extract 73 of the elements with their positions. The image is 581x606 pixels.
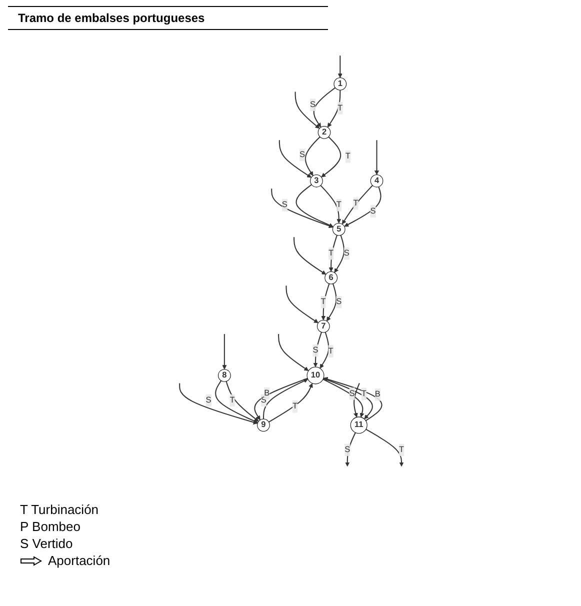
arrow bbox=[353, 383, 360, 418]
arrow bbox=[374, 140, 379, 175]
node-circle: 5 bbox=[332, 222, 346, 236]
edge-label: T bbox=[345, 152, 350, 161]
edge-label: B bbox=[374, 390, 380, 399]
edge-label: S bbox=[344, 248, 350, 258]
arrow bbox=[179, 383, 258, 424]
arrow bbox=[338, 56, 342, 78]
arrow bbox=[222, 334, 227, 370]
arrow bbox=[320, 185, 342, 224]
edge-label: S bbox=[206, 396, 212, 405]
arrow bbox=[334, 235, 344, 273]
arrow bbox=[344, 186, 382, 227]
arrow bbox=[323, 377, 382, 422]
edge-label: S bbox=[349, 389, 355, 398]
arrow bbox=[322, 378, 364, 418]
legend-text: Aportación bbox=[48, 553, 110, 568]
edge-label: S bbox=[299, 150, 305, 160]
arrow bbox=[313, 87, 336, 128]
arrow bbox=[320, 332, 330, 369]
arrow bbox=[286, 286, 318, 324]
arrow bbox=[296, 184, 334, 228]
edge-label: S bbox=[260, 396, 266, 405]
node-circle: 8 bbox=[218, 369, 231, 382]
arrow bbox=[271, 188, 334, 228]
arrow bbox=[321, 136, 342, 178]
section-label: Tramo de embalses portugueses bbox=[18, 11, 206, 25]
arrow bbox=[278, 334, 309, 371]
arrow bbox=[293, 237, 326, 275]
legend-text: S Vertido bbox=[20, 536, 73, 551]
edge-label: T bbox=[336, 200, 342, 210]
legend-text: T Turbinación bbox=[20, 502, 99, 517]
arrow bbox=[226, 381, 259, 422]
edge-label: S bbox=[282, 200, 288, 210]
edge-label: T bbox=[320, 297, 326, 306]
edge-label: T bbox=[338, 104, 343, 112]
edge-label: T bbox=[230, 396, 235, 405]
arrow bbox=[304, 136, 320, 176]
edge-label: T bbox=[353, 198, 358, 208]
arrow bbox=[327, 90, 341, 128]
arrow bbox=[215, 380, 258, 424]
arrow bbox=[254, 378, 308, 420]
arrow bbox=[328, 235, 338, 272]
arrow bbox=[321, 284, 330, 320]
node-circle: 4 bbox=[370, 174, 384, 188]
node-circle: 10 bbox=[306, 366, 324, 384]
edge-label: S bbox=[336, 297, 342, 306]
edge-label: S bbox=[344, 445, 350, 454]
edge-label: S bbox=[370, 206, 376, 216]
arrow bbox=[342, 185, 373, 224]
edge-label: T bbox=[398, 445, 404, 454]
arrow bbox=[323, 378, 373, 420]
edge-label: T bbox=[328, 346, 334, 356]
arrow bbox=[278, 140, 312, 178]
node-circle: 11 bbox=[350, 416, 368, 434]
node-circle: 9 bbox=[256, 418, 270, 432]
arrow bbox=[262, 378, 308, 420]
edge-label: T bbox=[292, 402, 298, 411]
arrow bbox=[326, 284, 337, 322]
node-circle: 7 bbox=[316, 320, 330, 333]
node-circle: 6 bbox=[324, 271, 338, 284]
edge-label: T bbox=[361, 389, 366, 398]
legend-text: P Bombeo bbox=[20, 519, 80, 534]
edge-label: B bbox=[264, 388, 270, 398]
edge-label: S bbox=[312, 346, 318, 355]
node-circle: 2 bbox=[318, 126, 331, 139]
arrow bbox=[366, 428, 404, 467]
edge-label: T bbox=[328, 248, 334, 258]
node-circle: 1 bbox=[334, 78, 346, 90]
arrow bbox=[268, 383, 313, 422]
arrow bbox=[294, 92, 320, 129]
node-circle: 3 bbox=[310, 174, 323, 188]
edge-label: S bbox=[310, 100, 316, 109]
